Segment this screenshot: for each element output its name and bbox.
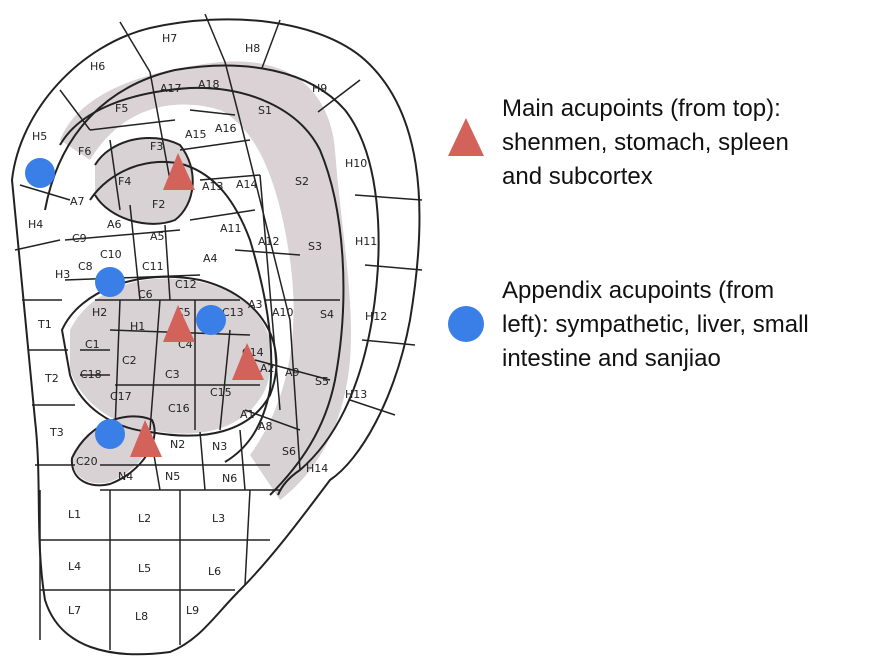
label-h6: H6 — [90, 60, 105, 73]
legend-main: Main acupoints (from top): shenmen, stom… — [448, 95, 789, 190]
label-c12: C12 — [175, 278, 197, 291]
label-a2: A2 — [260, 362, 275, 375]
label-a14: A14 — [236, 178, 258, 191]
triangle-icon — [130, 420, 162, 457]
label-c13: C13 — [222, 306, 244, 319]
label-h7: H7 — [162, 32, 177, 45]
label-c20: C20 — [76, 455, 98, 468]
label-l9: L9 — [186, 604, 199, 617]
legend-appendix-line3: intestine and sanjiao — [502, 345, 721, 372]
label-a5: A5 — [150, 230, 165, 243]
label-a18: A18 — [198, 78, 220, 91]
label-a1: A1 — [240, 408, 255, 421]
label-n5: N5 — [165, 470, 180, 483]
division-lines — [14, 13, 423, 650]
label-l6: L6 — [208, 565, 221, 578]
label-a12: A12 — [258, 235, 280, 248]
label-a15: A15 — [185, 128, 207, 141]
legend-main-line2: shenmen, stomach, spleen — [502, 129, 789, 156]
label-s5: S5 — [315, 375, 329, 388]
label-h12: H12 — [365, 310, 387, 323]
label-h10: H10 — [345, 157, 367, 170]
legend-appendix-line2: left): sympathetic, liver, small — [502, 311, 809, 338]
label-f4: F4 — [118, 175, 131, 188]
legend-main-line3: and subcortex — [502, 163, 653, 190]
circle-icon — [95, 419, 125, 449]
label-a4: A4 — [203, 252, 218, 265]
label-s4: S4 — [320, 308, 334, 321]
label-n6: N6 — [222, 472, 237, 485]
legend-main-line1: Main acupoints (from top): — [502, 95, 781, 122]
appendix-acupoint-markers — [25, 158, 226, 449]
triangle-icon — [163, 305, 195, 342]
label-a11: A11 — [220, 222, 242, 235]
label-c8: C8 — [78, 260, 93, 273]
circle-icon — [25, 158, 55, 188]
label-h14: H14 — [306, 462, 328, 475]
label-n4: N4 — [118, 470, 133, 483]
label-f3: F3 — [150, 140, 163, 153]
circle-icon — [196, 305, 226, 335]
label-h11: H11 — [355, 235, 377, 248]
label-l7: L7 — [68, 604, 81, 617]
legend-appendix: Appendix acupoints (from left): sympathe… — [448, 277, 809, 372]
label-l1: L1 — [68, 508, 81, 521]
label-s1: S1 — [258, 104, 272, 117]
label-h1: H1 — [130, 320, 145, 333]
label-h3: H3 — [55, 268, 70, 281]
label-c15: C15 — [210, 386, 232, 399]
label-h2: H2 — [92, 306, 107, 319]
label-c11: C11 — [142, 260, 164, 273]
triangle-icon — [163, 153, 195, 190]
triangle-icon — [232, 343, 264, 380]
label-l3: L3 — [212, 512, 225, 525]
label-a7: A7 — [70, 195, 85, 208]
label-n3: N3 — [212, 440, 227, 453]
label-c18: C18 — [80, 368, 102, 381]
legend-appendix-line1: Appendix acupoints (from — [502, 277, 774, 304]
label-t2: T2 — [44, 372, 59, 385]
label-l5: L5 — [138, 562, 151, 575]
label-c9: C9 — [72, 232, 87, 245]
label-c10: C10 — [100, 248, 122, 261]
label-n2: N2 — [170, 438, 185, 451]
label-s3: S3 — [308, 240, 322, 253]
label-c1: C1 — [85, 338, 100, 351]
label-h5: H5 — [32, 130, 47, 143]
label-c17: C17 — [110, 390, 132, 403]
label-a9: A9 — [285, 366, 300, 379]
label-h4: H4 — [28, 218, 43, 231]
label-h8: H8 — [245, 42, 260, 55]
label-f5: F5 — [115, 102, 128, 115]
legend: Main acupoints (from top): shenmen, stom… — [448, 95, 809, 372]
label-f2: F2 — [152, 198, 165, 211]
main-acupoint-markers — [130, 153, 264, 457]
label-f6: F6 — [78, 145, 91, 158]
label-a8: A8 — [258, 420, 273, 433]
label-l4: L4 — [68, 560, 81, 573]
label-l8: L8 — [135, 610, 148, 623]
label-s2: S2 — [295, 175, 309, 188]
label-h13: H13 — [345, 388, 367, 401]
label-t3: T3 — [49, 426, 64, 439]
circle-icon — [448, 306, 484, 342]
label-c3: C3 — [165, 368, 180, 381]
label-a13: A13 — [202, 180, 224, 193]
label-a6: A6 — [107, 218, 122, 231]
label-c16: C16 — [168, 402, 190, 415]
label-a16: A16 — [215, 122, 237, 135]
label-l2: L2 — [138, 512, 151, 525]
circle-icon — [95, 267, 125, 297]
label-t1: T1 — [37, 318, 52, 331]
triangle-icon — [448, 118, 484, 156]
label-a10: A10 — [272, 306, 294, 319]
label-a17: A17 — [160, 82, 182, 95]
label-a3: A3 — [248, 298, 263, 311]
label-c6: C6 — [138, 288, 153, 301]
label-s6: S6 — [282, 445, 296, 458]
label-c2: C2 — [122, 354, 137, 367]
label-h9: H9 — [312, 82, 327, 95]
